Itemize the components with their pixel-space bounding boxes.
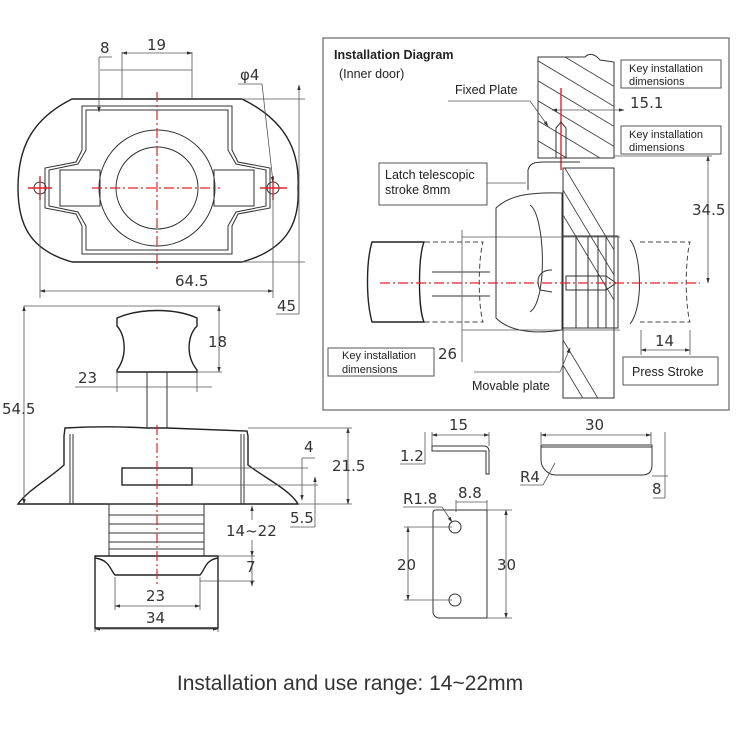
key-label-1b: dimensions: [629, 76, 685, 88]
key-label-2b: dimensions: [629, 142, 685, 154]
dim-4: 4: [304, 438, 314, 456]
dim-8-8: 8.8: [458, 484, 482, 502]
bracket-details: 15 1.2 30 R4 8 R1.8 8.8 20 3: [397, 416, 668, 619]
latch-body: [16, 426, 300, 505]
dim-23-nut: 23: [146, 587, 165, 605]
side-view: 54.5 18 23 21.5 4 5.5 14~22 7 23 34: [2, 305, 365, 632]
installation-panel: Installation Diagram (Inner door): [322, 37, 730, 411]
installation-subtitle: (Inner door): [339, 67, 404, 81]
dim-r1-8: R1.8: [403, 490, 437, 508]
installation-title: Installation Diagram: [334, 48, 453, 62]
dim-30-plate: 30: [497, 556, 516, 574]
front-view: 19 8 φ4 64.5 45: [17, 36, 305, 315]
dim-18: 18: [208, 333, 227, 351]
key-label-2a: Key installation: [629, 129, 703, 141]
dim-23-knob: 23: [78, 369, 97, 387]
latch-label-2: stroke 8mm: [385, 183, 450, 197]
bracket-top: [540, 444, 653, 476]
knob: [116, 309, 198, 373]
bracket-side: [431, 445, 490, 475]
dim-phi4: φ4: [240, 66, 259, 84]
movable-plate-label: Movable plate: [472, 379, 550, 393]
latch-housing: [495, 192, 563, 333]
fixed-plate-label: Fixed Plate: [455, 83, 518, 97]
caption: Installation and use range: 14~22mm: [176, 672, 524, 695]
dim-r4: R4: [520, 468, 540, 486]
dim-19: 19: [147, 36, 166, 54]
dim-14: 14: [655, 332, 674, 350]
dim-21-5: 21.5: [332, 457, 365, 475]
key-label-1a: Key installation: [629, 63, 703, 75]
dim-5-5: 5.5: [290, 509, 314, 527]
dim-45: 45: [277, 297, 296, 315]
install-knob-left: [366, 241, 426, 323]
dim-20: 20: [397, 556, 416, 574]
dim-8-bracket: 8: [652, 480, 662, 498]
key-label-3b: dimensions: [342, 364, 398, 376]
bracket-plate: [432, 509, 488, 619]
dim-64-5: 64.5: [175, 272, 208, 290]
dim-1-2: 1.2: [400, 447, 424, 465]
dim-34-5: 34.5: [692, 201, 725, 219]
dim-7: 7: [246, 558, 256, 576]
press-stroke-label: Press Stroke: [632, 365, 704, 379]
dim-34: 34: [146, 609, 165, 627]
key-label-3a: Key installation: [342, 350, 416, 362]
latch-label-1: Latch telescopic: [385, 168, 475, 182]
dim-8: 8: [100, 39, 110, 57]
dim-15-bracket: 15: [449, 416, 468, 434]
dim-30-top: 30: [585, 416, 604, 434]
dim-14-22: 14~22: [226, 522, 277, 540]
dim-15-1: 15.1: [630, 94, 663, 112]
dim-26: 26: [438, 345, 457, 363]
dim-54-5: 54.5: [2, 400, 35, 418]
